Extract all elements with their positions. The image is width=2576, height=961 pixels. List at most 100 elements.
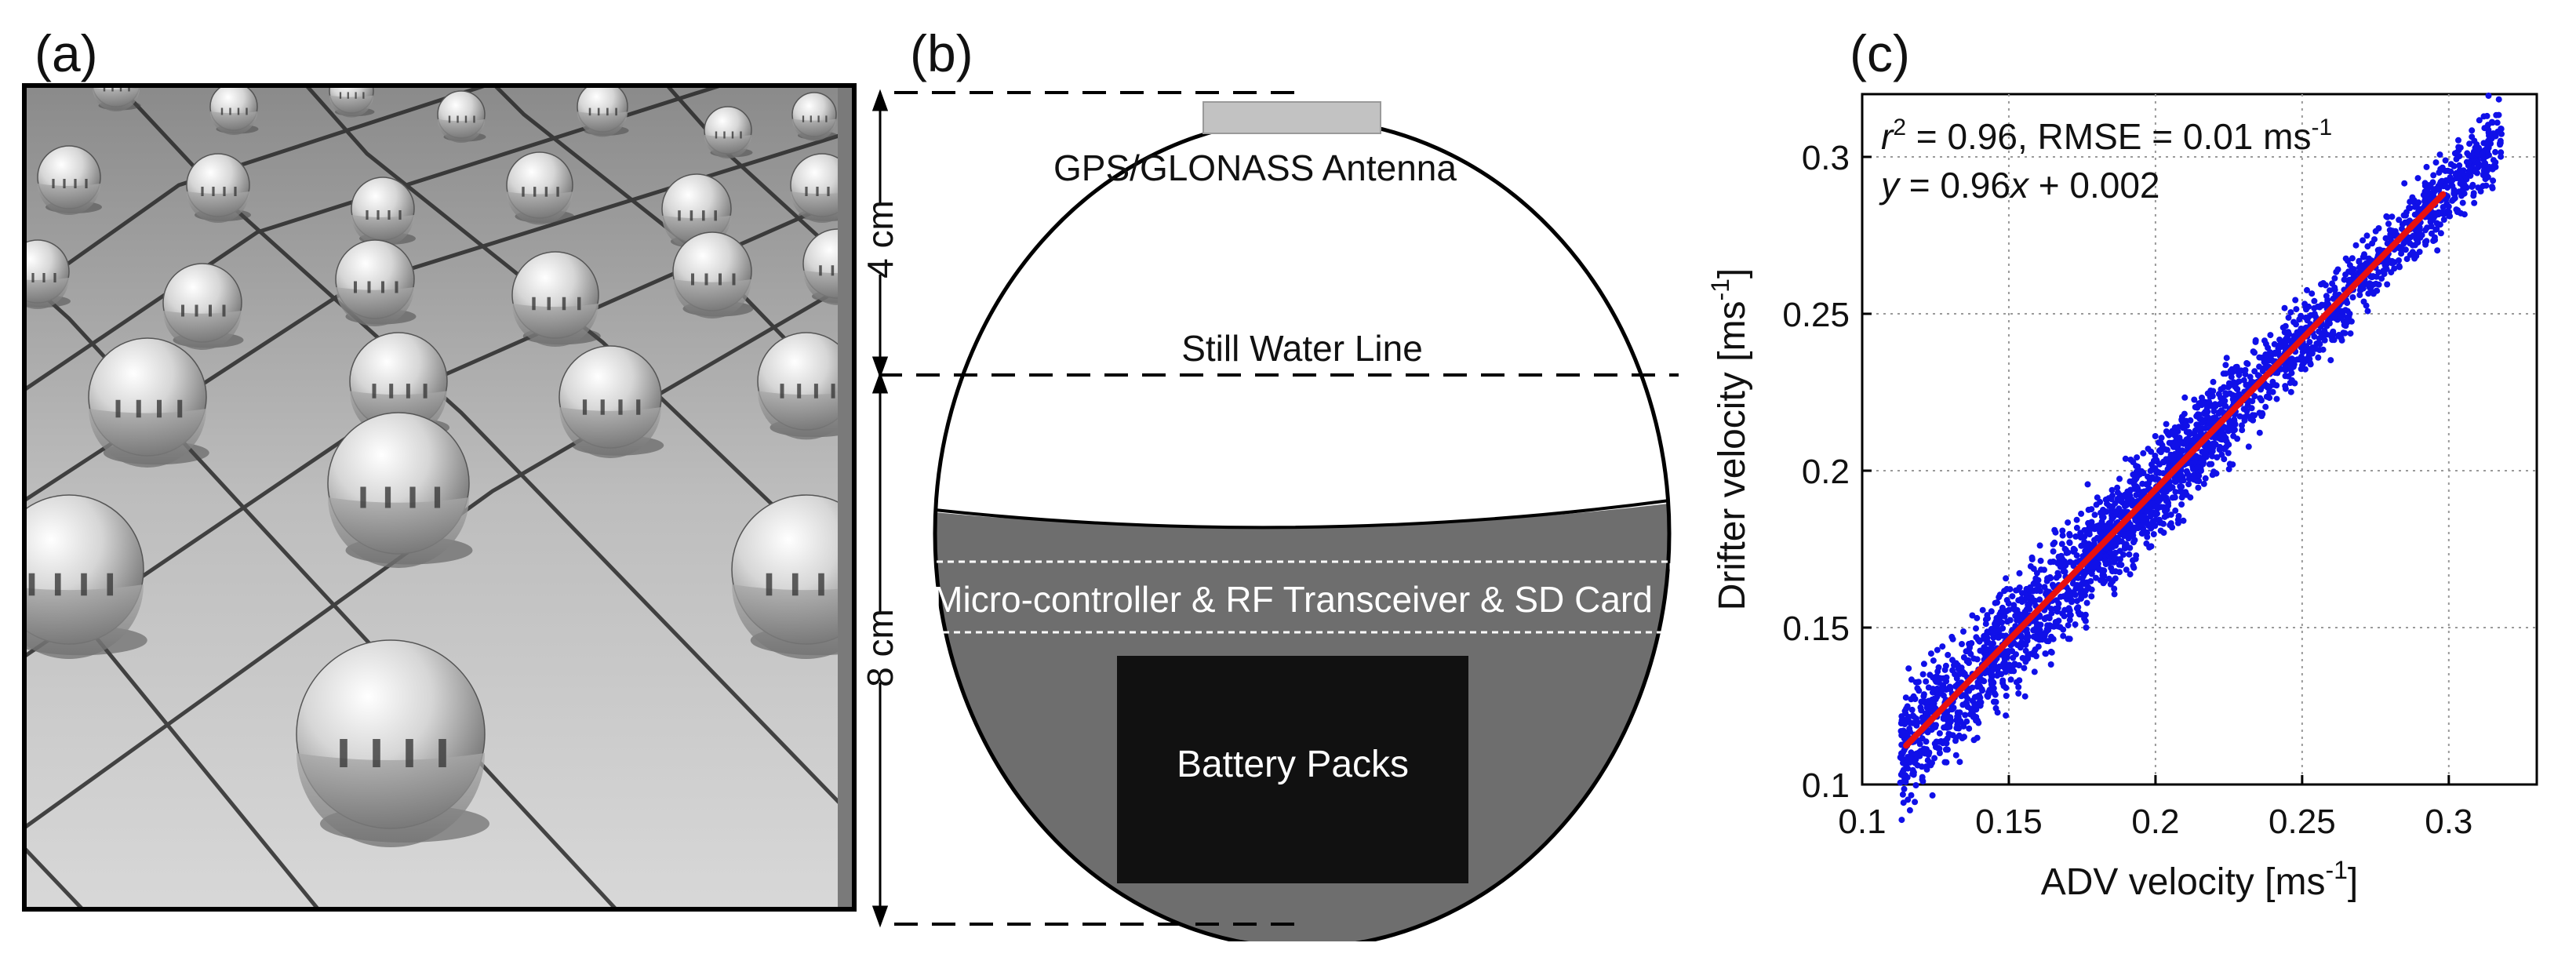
scatter-point — [1967, 650, 1974, 657]
scatter-point — [1932, 696, 1939, 703]
scatter-point — [2242, 406, 2249, 413]
scatter-point — [2083, 599, 2090, 606]
scatter-point — [2065, 587, 2072, 594]
scatter-point — [2061, 545, 2068, 552]
scatter-point — [2111, 591, 2118, 598]
scatter-point — [2389, 232, 2396, 239]
scatter-point — [2006, 606, 2013, 613]
scatter-point — [2218, 451, 2225, 458]
scatter-point — [2272, 349, 2279, 356]
scatter-point — [1947, 717, 1954, 724]
y-tick-label: 0.3 — [1802, 139, 1850, 177]
scatter-point — [2485, 122, 2491, 129]
scatter-point — [2108, 486, 2116, 493]
scatter-point — [1947, 686, 1954, 693]
scatter-point — [2134, 463, 2141, 470]
scatter-point — [2143, 481, 2149, 488]
scatter-point — [2005, 665, 2012, 672]
scatter-point — [2436, 221, 2443, 228]
scatter-point — [1911, 713, 1918, 720]
scatter-point — [2266, 395, 2273, 402]
scatter-point — [2112, 575, 2119, 582]
scatter-point — [2104, 501, 2110, 508]
scatter-point — [1940, 692, 1947, 699]
scatter-point — [2017, 644, 2024, 651]
scatter-point — [2264, 382, 2271, 389]
scatter-point — [1920, 691, 1927, 698]
y-tick-label: 0.2 — [1802, 453, 1850, 491]
scatter-point — [2309, 350, 2316, 357]
scatter-point — [1949, 635, 1956, 642]
scatter-point — [2177, 483, 2184, 490]
x-tick-label: 0.15 — [1975, 803, 2043, 841]
scatter-point — [1905, 665, 1912, 672]
scatter-point — [2181, 410, 2188, 417]
scatter-point — [2229, 369, 2236, 376]
scatter-point — [2316, 335, 2323, 342]
scatter-point — [2014, 586, 2021, 593]
scatter-point — [2348, 318, 2355, 325]
scatter-point — [2335, 333, 2342, 340]
scatter-point — [2356, 269, 2362, 276]
scatter-point — [2206, 399, 2213, 406]
scatter-point — [1947, 731, 1954, 738]
scatter-point — [2164, 430, 2171, 437]
scatter-point — [2148, 448, 2155, 455]
scatter-point — [2304, 286, 2310, 293]
scatter-point — [2172, 489, 2179, 496]
scatter-point — [2075, 604, 2082, 611]
scatter-point — [2251, 349, 2258, 356]
scatter-point — [1899, 791, 1906, 798]
scatter-point — [2050, 548, 2057, 555]
scatter-point — [2130, 539, 2137, 546]
scatter-point — [2066, 532, 2073, 539]
scatter-point — [2276, 337, 2283, 343]
scatter-point — [2015, 690, 2022, 697]
scatter-point — [1963, 718, 1970, 725]
scatter-point — [2096, 522, 2103, 529]
scatter-point — [2302, 357, 2309, 364]
scatter-point — [2041, 584, 2048, 591]
scatter-point — [2163, 506, 2170, 513]
y-axis-label: Drifter velocity [ms-1] — [1710, 268, 1753, 611]
scatter-point — [2030, 633, 2037, 640]
scatter-point — [2028, 554, 2036, 561]
scatter-point — [2206, 460, 2213, 468]
scatter-point — [2258, 413, 2265, 420]
scatter-point — [2108, 565, 2115, 571]
scatter-point — [1966, 660, 1972, 666]
scatter-point — [2352, 242, 2360, 249]
scatter-point — [2250, 417, 2257, 424]
drifter-sphere — [791, 92, 838, 141]
scatter-point — [2459, 199, 2466, 206]
scatter-point — [2210, 378, 2217, 385]
scatter-point — [2078, 510, 2085, 517]
scatter-point — [2179, 447, 2186, 454]
scatter-point — [2116, 475, 2123, 482]
scatter-point — [2487, 133, 2494, 140]
scatter-point — [2001, 658, 2008, 665]
scatter-point — [2236, 413, 2243, 420]
scatter-point — [2411, 203, 2418, 210]
scatter-point — [2226, 460, 2233, 468]
scatter-point — [2466, 140, 2473, 147]
scatter-point — [2204, 390, 2211, 397]
scatter-point — [1974, 614, 1981, 621]
drifter-sphere — [327, 412, 473, 568]
scatter-point — [2202, 475, 2209, 482]
scatter-point — [2081, 581, 2088, 588]
scatter-point — [2153, 475, 2160, 482]
scatter-point — [2016, 570, 2023, 577]
scatter-point — [2146, 504, 2153, 511]
scatter-point — [2056, 560, 2063, 567]
scatter-point — [1929, 759, 1935, 766]
scatter-point — [2236, 391, 2243, 398]
scatter-point — [2044, 575, 2051, 582]
scatter-point — [1996, 615, 2003, 622]
scatter-point — [2404, 238, 2411, 244]
scatter-point — [2174, 445, 2181, 452]
scatter-point — [2360, 298, 2367, 305]
scatter-point — [2210, 408, 2218, 415]
scatter-point — [2192, 453, 2199, 460]
